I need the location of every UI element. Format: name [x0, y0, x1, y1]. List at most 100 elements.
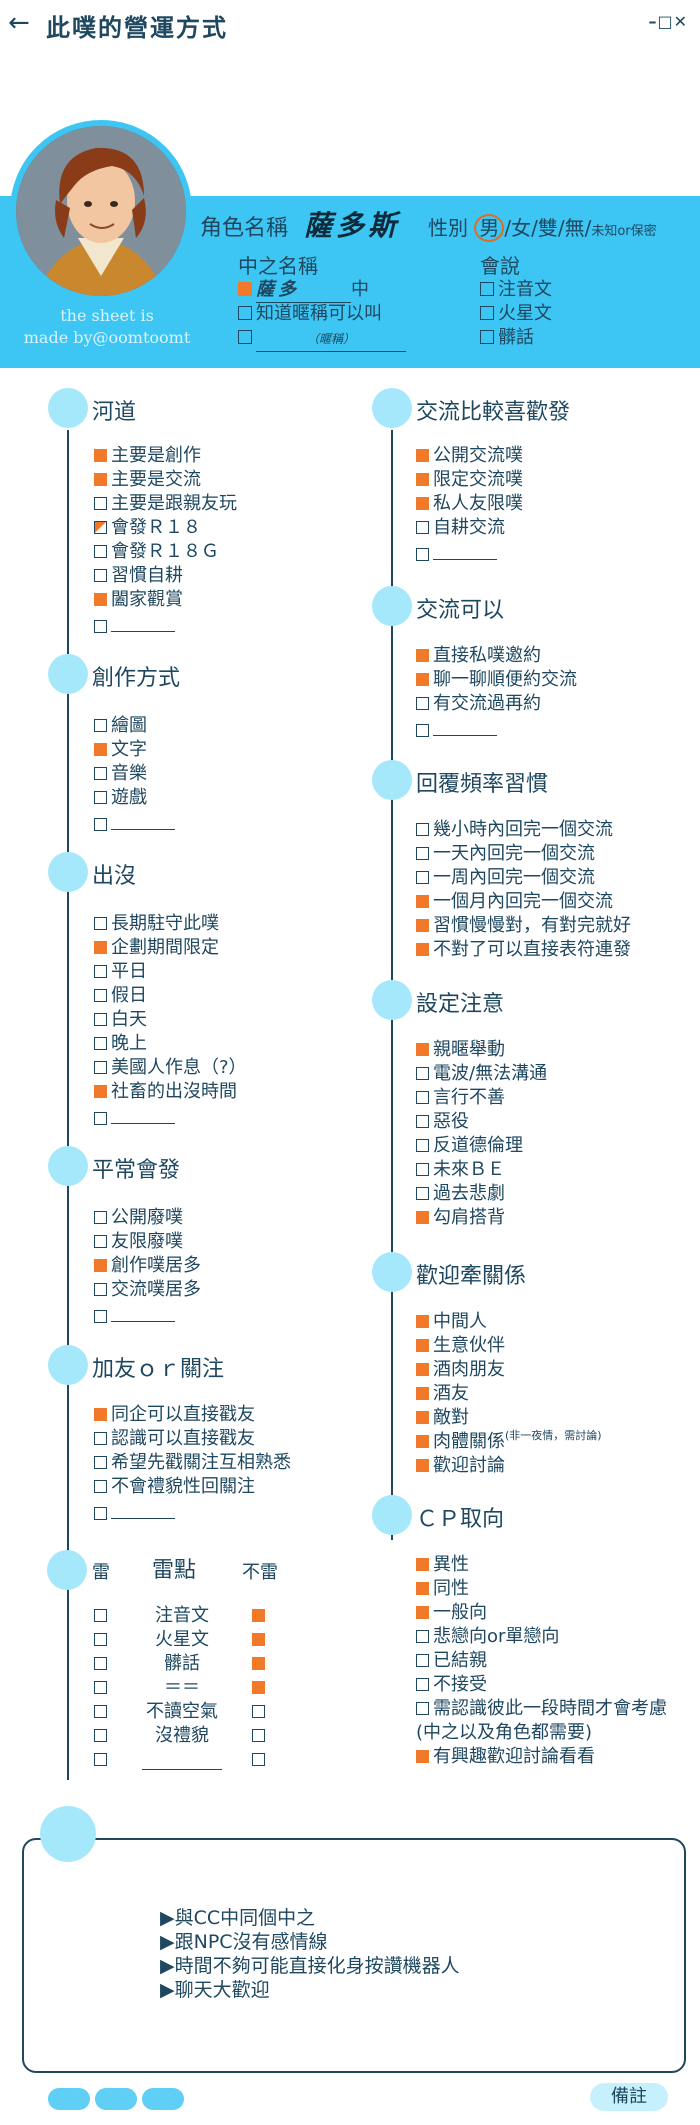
checkbox-option[interactable]: 歡迎討論	[416, 1454, 505, 1478]
checkbox-option[interactable]: 聊一聊順便約交流	[416, 668, 577, 692]
checkbox-option[interactable]	[416, 716, 497, 743]
checkbox-empty-icon[interactable]	[94, 1013, 107, 1026]
checkbox-option[interactable]: 一天內回完一個交流	[416, 842, 595, 866]
checkbox-checked-icon[interactable]	[416, 1211, 429, 1224]
checkbox-empty-icon[interactable]	[94, 1235, 107, 1248]
checkbox-option[interactable]: 惡役	[416, 1110, 469, 1134]
checkbox-option[interactable]: 同性	[416, 1577, 469, 1601]
checkbox-option[interactable]: 自耕交流	[416, 516, 505, 540]
checkbox-option[interactable]: 平日	[94, 960, 147, 984]
checkbox-checked-icon[interactable]	[238, 282, 252, 296]
notmine-checkbox-icon[interactable]	[252, 1705, 265, 1718]
notmine-checkbox-checked-icon[interactable]	[252, 1657, 265, 1670]
checkbox-empty-icon[interactable]	[416, 521, 429, 534]
checkbox-empty-icon[interactable]	[94, 1432, 107, 1445]
checkbox-option[interactable]: 白天	[94, 1008, 147, 1032]
checkbox-checked-icon[interactable]	[416, 1411, 429, 1424]
mine-checkbox-icon[interactable]	[94, 1657, 107, 1670]
footer-pill[interactable]	[48, 2088, 90, 2110]
checkbox-empty-icon[interactable]	[94, 1507, 107, 1520]
checkbox-option[interactable]: 不會禮貌性回關注	[94, 1475, 255, 1499]
language-option[interactable]: 髒話	[480, 326, 534, 350]
notmine-checkbox-checked-icon[interactable]	[252, 1681, 265, 1694]
checkbox-empty-icon[interactable]	[94, 965, 107, 978]
checkbox-option[interactable]: 友限廢噗	[94, 1230, 183, 1254]
checkbox-checked-icon[interactable]	[416, 1435, 429, 1448]
checkbox-empty-icon[interactable]	[416, 1678, 429, 1691]
checkbox-option[interactable]: 企劃期間限定	[94, 936, 219, 960]
checkbox-checked-icon[interactable]	[416, 497, 429, 510]
footer-pill[interactable]	[142, 2088, 184, 2110]
checkbox-checked-icon[interactable]	[416, 1315, 429, 1328]
checkbox-option[interactable]: 會發Ｒ１８	[94, 516, 201, 540]
mine-checkbox-icon[interactable]	[94, 1705, 107, 1718]
checkbox-option[interactable]: 習慣自耕	[94, 564, 183, 588]
checkbox-option[interactable]: 生意伙伴	[416, 1334, 505, 1358]
checkbox-empty-icon[interactable]	[94, 1037, 107, 1050]
checkbox-option[interactable]: 美國人作息（?）	[94, 1056, 247, 1080]
checkbox-option[interactable]: 同企可以直接戳友	[94, 1403, 255, 1427]
checkbox-option[interactable]: 一個月內回完一個交流	[416, 890, 613, 914]
checkbox-empty-icon[interactable]	[94, 569, 107, 582]
checkbox-checked-icon[interactable]	[94, 743, 107, 756]
checkbox-empty-icon[interactable]	[94, 545, 107, 558]
checkbox-option[interactable]: 社畜的出沒時間	[94, 1080, 237, 1104]
checkbox-empty-icon[interactable]	[94, 1211, 107, 1224]
checkbox-empty-icon[interactable]	[416, 1630, 429, 1643]
mine-checkbox-icon[interactable]	[94, 1753, 107, 1766]
checkbox-option[interactable]: 音樂	[94, 762, 147, 786]
checkbox-checked-icon[interactable]	[416, 1582, 429, 1595]
checkbox-empty-icon[interactable]	[94, 1310, 107, 1323]
checkbox-option[interactable]: 悲戀向or單戀向	[416, 1625, 559, 1649]
checkbox-option[interactable]	[94, 612, 175, 639]
checkbox-empty-icon[interactable]	[94, 818, 107, 831]
checkbox-option[interactable]: 主要是跟親友玩	[94, 492, 237, 516]
checkbox-checked-icon[interactable]	[94, 521, 107, 534]
checkbox-option[interactable]: 交流噗居多	[94, 1278, 201, 1302]
checkbox-option[interactable]: 異性	[416, 1553, 469, 1577]
checkbox-checked-icon[interactable]	[94, 1408, 107, 1421]
checkbox-empty-icon[interactable]	[94, 719, 107, 732]
checkbox-option[interactable]: 不接受	[416, 1673, 487, 1697]
checkbox-option[interactable]	[94, 1104, 175, 1131]
mine-checkbox-icon[interactable]	[94, 1681, 107, 1694]
checkbox-option[interactable]: 習慣慢慢對，有對完就好	[416, 914, 631, 938]
zhongzhi-name-option[interactable]: 薩多中	[238, 278, 369, 303]
checkbox-empty-icon[interactable]	[94, 497, 107, 510]
checkbox-empty-icon[interactable]	[94, 1112, 107, 1125]
notmine-checkbox-icon[interactable]	[252, 1729, 265, 1742]
checkbox-empty-icon[interactable]	[238, 306, 252, 320]
checkbox-empty-icon[interactable]	[416, 847, 429, 860]
checkbox-option[interactable]: 反道德倫理	[416, 1134, 523, 1158]
notmine-checkbox-checked-icon[interactable]	[252, 1633, 265, 1646]
checkbox-option[interactable]: 親暱舉動	[416, 1038, 505, 1062]
checkbox-option[interactable]: 文字	[94, 738, 147, 762]
checkbox-checked-icon[interactable]	[416, 919, 429, 932]
footer-pill[interactable]	[95, 2088, 137, 2110]
checkbox-checked-icon[interactable]	[94, 1259, 107, 1272]
checkbox-option[interactable]: 一般向	[416, 1601, 487, 1625]
checkbox-checked-icon[interactable]	[94, 1085, 107, 1098]
checkbox-option[interactable]: 不對了可以直接表符連發	[416, 938, 631, 962]
checkbox-checked-icon[interactable]	[416, 473, 429, 486]
checkbox-option[interactable]	[94, 1302, 175, 1329]
checkbox-checked-icon[interactable]	[416, 1750, 429, 1763]
checkbox-option[interactable]: 公開交流噗	[416, 444, 523, 468]
checkbox-option[interactable]	[94, 1499, 175, 1526]
checkbox-option[interactable]: 直接私噗邀約	[416, 644, 541, 668]
language-option[interactable]: 火星文	[480, 302, 552, 326]
checkbox-option[interactable]	[416, 540, 497, 567]
checkbox-option[interactable]: 勾肩搭背	[416, 1206, 505, 1230]
checkbox-empty-icon[interactable]	[416, 1654, 429, 1667]
checkbox-option[interactable]: 主要是交流	[94, 468, 201, 492]
checkbox-checked-icon[interactable]	[94, 449, 107, 462]
checkbox-option[interactable]: 長期駐守此噗	[94, 912, 219, 936]
checkbox-checked-icon[interactable]	[416, 1043, 429, 1056]
checkbox-empty-icon[interactable]	[94, 767, 107, 780]
checkbox-empty-icon[interactable]	[416, 1091, 429, 1104]
checkbox-option[interactable]: 需認識彼此一段時間才會考慮	[416, 1697, 667, 1721]
checkbox-empty-icon[interactable]	[480, 330, 494, 344]
checkbox-empty-icon[interactable]	[480, 282, 494, 296]
checkbox-option[interactable]: 酒友	[416, 1382, 469, 1406]
checkbox-option[interactable]: 創作噗居多	[94, 1254, 201, 1278]
